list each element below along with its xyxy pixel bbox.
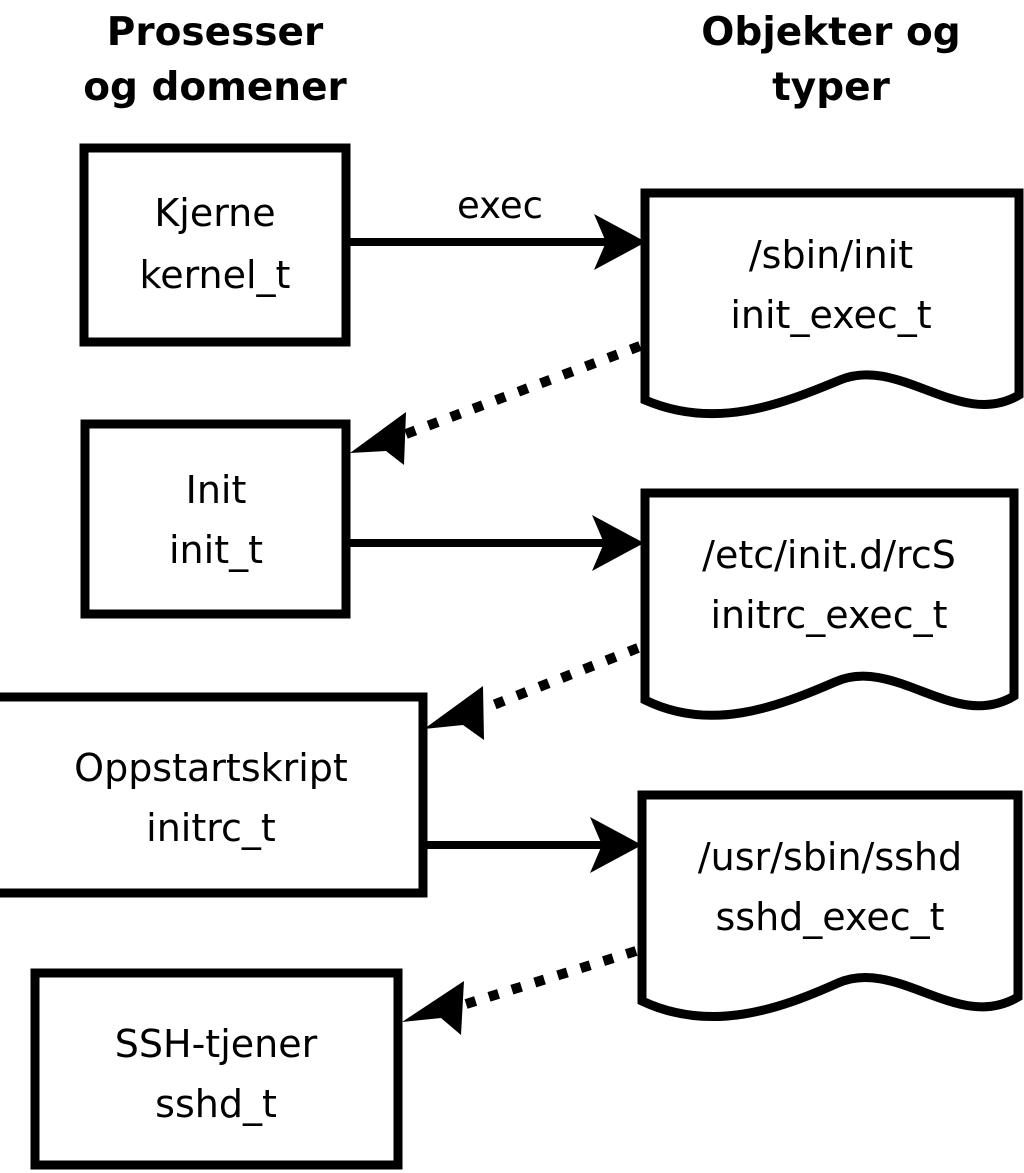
column-header-processes-line1: Prosesser [107, 10, 324, 55]
process-node-kernel-box[interactable] [79, 143, 351, 347]
object-node-initrc_exec-line2: initrc_exec_t [711, 593, 948, 637]
object-node-init_exec-line1: /sbin/init [749, 233, 913, 277]
process-node-initrc[interactable]: Oppstartskript initrc_t [0, 692, 428, 898]
process-node-initrc-line1: Oppstartskript [74, 746, 348, 790]
process-node-kernel[interactable]: Kjerne kernel_t [79, 143, 351, 347]
process-node-sshd[interactable]: SSH-tjener sshd_t [30, 968, 403, 1170]
object-node-init_exec-document-shape[interactable] [640, 188, 1024, 419]
object-node-sshd_exec-line1: /usr/sbin/sshd [698, 835, 962, 879]
arrow-head-left [402, 981, 464, 1035]
edge-init-exec-initrc_exec [350, 515, 644, 571]
object-node-initrc_exec[interactable]: /etc/init.d/rcS initrc_exec_t [640, 488, 1019, 720]
edge-kernel-exec-init_exec: exec [350, 184, 646, 270]
arrow-head-right [594, 214, 646, 270]
process-node-initrc-box[interactable] [0, 692, 428, 898]
process-node-sshd-box[interactable] [30, 968, 403, 1170]
column-header-objects-line2: typer [772, 65, 890, 110]
process-node-sshd-line1: SSH-tjener [115, 1022, 318, 1066]
process-node-kernel-line2: kernel_t [140, 253, 291, 297]
edge-line [476, 643, 640, 716]
object-node-init_exec[interactable]: /sbin/init init_exec_t [640, 188, 1024, 419]
arrow-head-left [424, 686, 484, 740]
column-header-processes: Prosesser og domener [83, 10, 347, 110]
edge-initrc-exec-sshd_exec [424, 817, 642, 873]
process-node-kernel-line1: Kjerne [154, 191, 275, 235]
arrow-head-right [590, 817, 642, 873]
column-header-objects-line1: Objekter og [701, 10, 960, 55]
object-node-initrc_exec-document-shape[interactable] [640, 488, 1019, 720]
object-node-sshd_exec-line2: sshd_exec_t [715, 895, 944, 939]
process-node-sshd-line2: sshd_t [155, 1082, 277, 1126]
edge-line [396, 341, 642, 442]
edge-line [464, 946, 638, 1009]
object-node-initrc_exec-line1: /etc/init.d/rcS [702, 533, 956, 577]
process-node-init-box[interactable] [80, 419, 351, 619]
edge-initrc_exec-transition-initrc [424, 643, 640, 740]
column-header-processes-line2: og domener [83, 65, 347, 110]
edge-sshd_exec-transition-sshd [402, 946, 638, 1035]
process-node-init[interactable]: Init init_t [80, 419, 351, 619]
object-node-init_exec-line2: init_exec_t [730, 293, 931, 337]
process-node-init-line1: Init [186, 468, 247, 512]
process-node-initrc-line2: initrc_t [146, 806, 276, 850]
arrow-head-right [592, 515, 644, 571]
edge-init_exec-transition-init [350, 341, 642, 465]
edge-label-exec: exec [457, 184, 543, 227]
object-node-sshd_exec[interactable]: /usr/sbin/sshd sshd_exec_t [637, 790, 1023, 1022]
object-node-sshd_exec-document-shape[interactable] [637, 790, 1023, 1022]
process-node-init-line2: init_t [169, 528, 263, 572]
arrow-head-left [350, 412, 406, 465]
column-header-objects: Objekter og typer [701, 10, 960, 110]
